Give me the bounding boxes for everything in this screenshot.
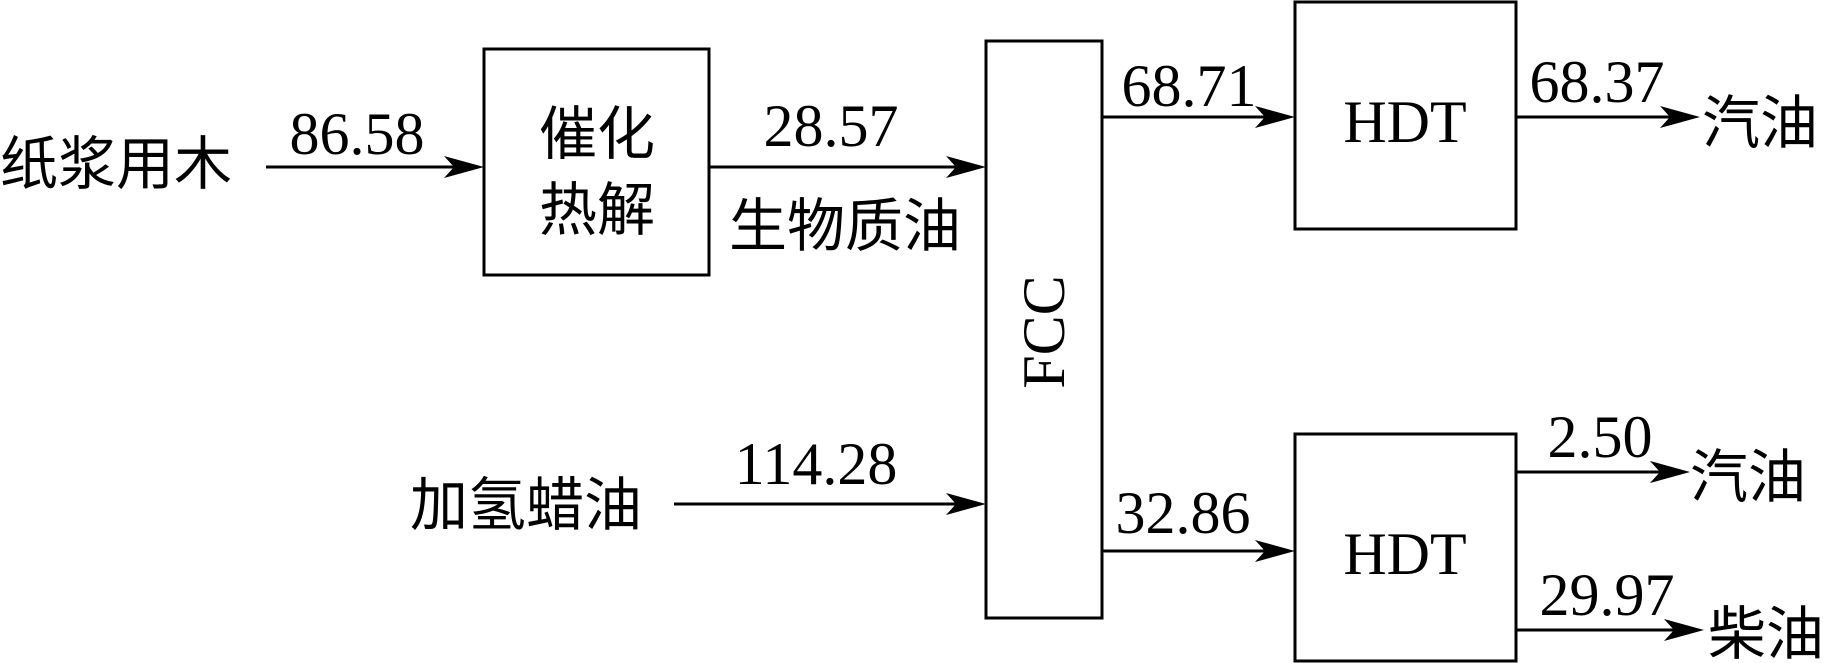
catalytic-pyrolysis-label-2: 热解: [539, 178, 655, 243]
arrow-wax-oil-to-fcc: [674, 493, 986, 515]
output-gasoline-top: 汽油: [1702, 91, 1818, 156]
catalytic-pyrolysis-box: [482, 47, 711, 277]
flow-value-fcc-to-hdt-bottom: 32.86: [1116, 480, 1251, 546]
arrow-bio-oil-to-fcc: [709, 156, 986, 178]
arrow-hdt-top-to-gasoline: [1516, 106, 1700, 128]
fcc-box: [984, 39, 1104, 620]
input-pulpwood-label: 纸浆用木: [0, 132, 232, 197]
input-hydro-wax-oil-label: 加氢蜡油: [410, 473, 642, 538]
arrow-fcc-to-hdt-bottom: [1102, 540, 1295, 562]
hdt-top-label: HDT: [1343, 89, 1466, 155]
arrow-hdt-bottom-to-diesel: [1516, 619, 1704, 641]
flow-value-hdt-bottom-diesel: 29.97: [1540, 562, 1675, 628]
bio-oil-label: 生物质油: [729, 194, 961, 259]
arrow-hdt-bottom-to-gasoline: [1516, 461, 1690, 483]
catalytic-pyrolysis-label-1: 催化: [539, 102, 655, 167]
output-gasoline-bottom: 汽油: [1690, 445, 1806, 510]
flow-value-fcc-to-hdt-top: 68.71: [1122, 53, 1257, 119]
hdt-bottom-label: HDT: [1343, 521, 1466, 587]
hdt-bottom-box: [1293, 432, 1518, 663]
output-diesel: 柴油: [1708, 602, 1824, 663]
fcc-label: FCC: [1011, 275, 1077, 388]
arrow-fcc-to-hdt-top: [1102, 106, 1295, 128]
flow-value-hdt-bottom-gasoline: 2.50: [1548, 404, 1653, 470]
flow-value-pulpwood: 86.58: [290, 101, 425, 167]
flow-value-hdt-top-gasoline: 68.37: [1530, 49, 1665, 115]
flow-value-bio-oil: 28.57: [764, 93, 899, 159]
arrow-pulpwood-to-pyrolysis: [266, 156, 484, 178]
flow-value-wax-oil: 114.28: [735, 431, 898, 497]
